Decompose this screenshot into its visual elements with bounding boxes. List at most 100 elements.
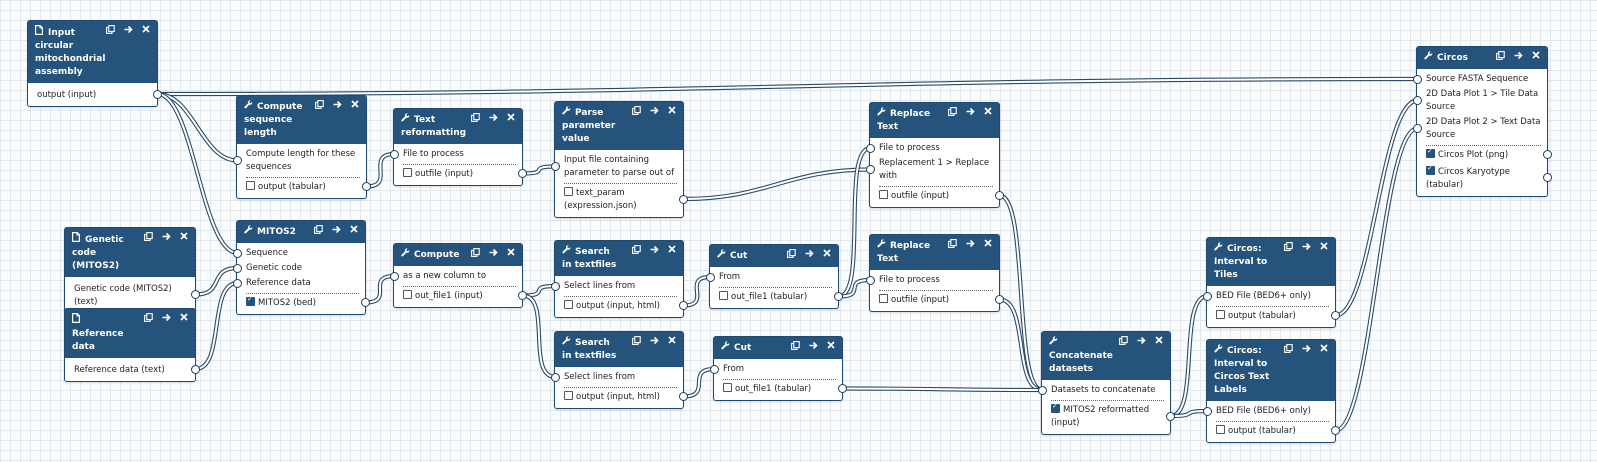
arrow-right-icon[interactable] <box>488 113 498 126</box>
input-terminal[interactable] <box>1203 406 1212 416</box>
input-terminal[interactable] <box>866 143 875 153</box>
input-terminal[interactable] <box>551 162 560 171</box>
input-terminal[interactable] <box>551 281 560 291</box>
output-terminal[interactable] <box>1166 411 1175 421</box>
output-terminal[interactable] <box>679 301 688 310</box>
output-checkbox[interactable] <box>1216 425 1225 434</box>
output-checkbox[interactable] <box>403 168 412 177</box>
output-checkbox[interactable] <box>1426 164 1435 175</box>
node-header[interactable]: Circos <box>1417 47 1547 69</box>
node-header[interactable]: Circos: Interval to Circos Text Labels <box>1207 340 1335 401</box>
copy-icon[interactable] <box>1283 242 1293 255</box>
output-checkbox[interactable] <box>246 181 255 190</box>
close-icon[interactable] <box>506 113 516 126</box>
output-checkbox[interactable] <box>1051 402 1060 413</box>
close-icon[interactable] <box>1154 336 1164 349</box>
output-terminal[interactable] <box>834 292 843 301</box>
close-icon[interactable] <box>667 245 677 258</box>
arrow-right-icon[interactable] <box>649 106 659 119</box>
output-terminal[interactable] <box>1331 426 1340 435</box>
node-header[interactable]: Cut <box>714 337 842 359</box>
output-terminal[interactable] <box>362 182 371 191</box>
input-terminal[interactable] <box>233 263 242 273</box>
close-icon[interactable] <box>667 336 677 349</box>
close-icon[interactable] <box>822 249 832 262</box>
input-terminal[interactable] <box>551 372 560 382</box>
input-terminal[interactable] <box>1038 385 1047 395</box>
copy-icon[interactable] <box>947 107 957 120</box>
output-terminal[interactable] <box>361 298 370 307</box>
node-header[interactable]: Genetic code (MITOS2) <box>65 228 195 277</box>
output-terminal[interactable] <box>995 295 1004 304</box>
output-terminal[interactable] <box>1543 150 1552 159</box>
node-header[interactable]: Search in textfiles <box>555 332 683 367</box>
arrow-right-icon[interactable] <box>488 248 498 261</box>
arrow-right-icon[interactable] <box>649 336 659 349</box>
node-header[interactable]: Input circular mitochondrial assembly <box>28 21 157 83</box>
workflow-node-genetic-code[interactable]: Genetic code (MITOS2)Genetic code (MITOS… <box>64 227 200 314</box>
copy-icon[interactable] <box>1495 51 1505 64</box>
output-checkbox[interactable] <box>564 187 573 196</box>
close-icon[interactable] <box>1319 242 1329 255</box>
arrow-right-icon[interactable] <box>331 225 341 238</box>
input-terminal[interactable] <box>866 165 875 174</box>
copy-icon[interactable] <box>786 249 796 262</box>
input-terminal[interactable] <box>1413 124 1422 133</box>
output-checkbox[interactable] <box>1426 147 1435 158</box>
node-header[interactable]: Compute <box>394 244 522 266</box>
close-icon[interactable] <box>141 25 151 38</box>
output-terminal[interactable] <box>995 191 1004 200</box>
close-icon[interactable] <box>983 107 993 120</box>
output-checkbox[interactable] <box>719 291 728 300</box>
copy-icon[interactable] <box>631 336 641 349</box>
output-terminal[interactable] <box>153 89 162 99</box>
input-terminal[interactable] <box>1203 291 1212 301</box>
copy-icon[interactable] <box>105 25 115 38</box>
output-terminal[interactable] <box>518 291 527 300</box>
input-terminal[interactable] <box>233 248 242 258</box>
node-header[interactable]: Search in textfiles <box>555 241 683 276</box>
close-icon[interactable] <box>506 248 516 261</box>
output-checkbox[interactable] <box>723 383 732 392</box>
input-terminal[interactable] <box>866 275 875 285</box>
copy-icon[interactable] <box>631 106 641 119</box>
close-icon[interactable] <box>179 313 189 326</box>
arrow-right-icon[interactable] <box>161 232 171 245</box>
copy-icon[interactable] <box>631 245 641 258</box>
input-terminal[interactable] <box>233 156 242 165</box>
input-terminal[interactable] <box>706 272 715 282</box>
copy-icon[interactable] <box>947 239 957 252</box>
close-icon[interactable] <box>983 239 993 252</box>
copy-icon[interactable] <box>143 313 153 326</box>
node-header[interactable]: Concatenate datasets <box>1042 332 1170 380</box>
close-icon[interactable] <box>349 225 359 238</box>
input-terminal[interactable] <box>710 364 719 374</box>
arrow-right-icon[interactable] <box>1136 336 1146 349</box>
close-icon[interactable] <box>667 106 677 119</box>
close-icon[interactable] <box>350 100 360 113</box>
node-header[interactable]: Circos: Interval to Tiles <box>1207 238 1335 286</box>
arrow-right-icon[interactable] <box>965 107 975 120</box>
arrow-right-icon[interactable] <box>1513 51 1523 64</box>
output-terminal[interactable] <box>1543 173 1552 182</box>
arrow-right-icon[interactable] <box>123 25 133 38</box>
output-terminal[interactable] <box>679 194 688 204</box>
output-terminal[interactable] <box>191 364 200 374</box>
input-terminal[interactable] <box>233 278 242 288</box>
copy-icon[interactable] <box>1283 344 1293 357</box>
output-checkbox[interactable] <box>564 300 573 309</box>
input-terminal[interactable] <box>390 149 399 159</box>
copy-icon[interactable] <box>790 341 800 354</box>
